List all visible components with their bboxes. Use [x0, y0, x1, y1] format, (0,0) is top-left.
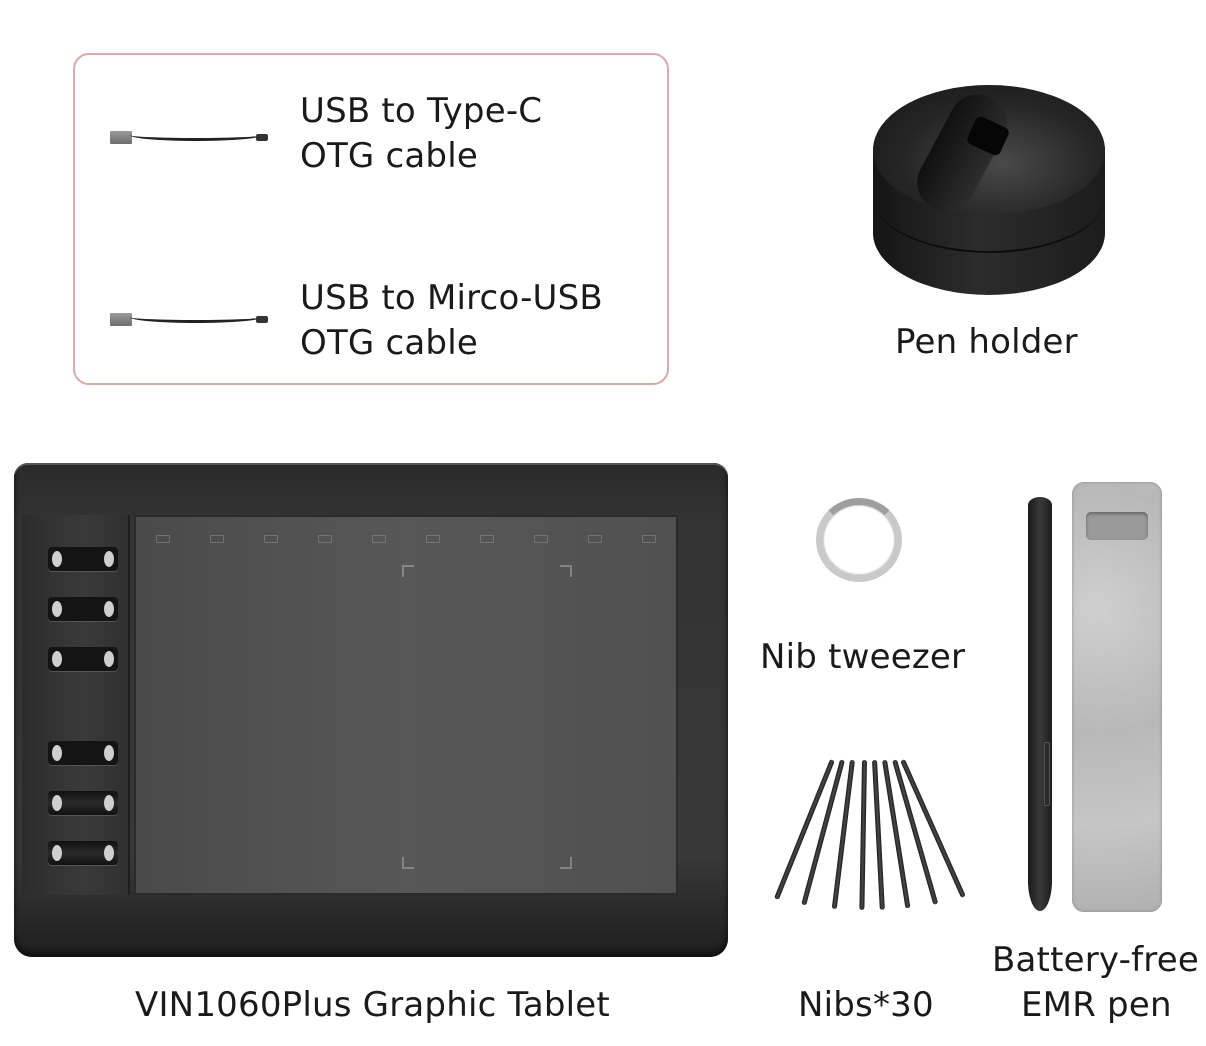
express-key-6 — [48, 841, 118, 865]
micro-usb-cable-label-line2: OTG cable — [300, 323, 478, 363]
hotkey-icon — [318, 535, 332, 543]
nib-tweezer-image — [816, 498, 902, 582]
emr-pen-image — [1028, 497, 1052, 911]
express-key-4 — [48, 741, 118, 765]
type-c-cable-label-line2: OTG cable — [300, 136, 478, 176]
express-key-1 — [48, 547, 118, 571]
express-key-3 — [48, 647, 118, 671]
pen-holder-image — [873, 84, 1105, 295]
graphic-tablet-image: VINSA — [14, 463, 728, 957]
hotkey-icon — [264, 535, 278, 543]
pen-holder-label: Pen holder — [895, 322, 1078, 362]
pen-label-line1: Battery-free — [992, 940, 1199, 980]
otg-cables-box: USB to Type-C OTG cable USB to Mirco-USB… — [73, 53, 669, 385]
pen-label-line2: EMR pen — [1021, 985, 1172, 1025]
hotkey-icon — [534, 535, 548, 543]
tablet-label: VIN1060Plus Graphic Tablet — [135, 985, 610, 1025]
hotkey-icon — [210, 535, 224, 543]
nibs-image — [770, 758, 970, 920]
hotkey-icon — [588, 535, 602, 543]
felt-pen-sleeve-image — [1072, 482, 1162, 912]
micro-usb-cable-label-line1: USB to Mirco-USB — [300, 278, 603, 318]
hotkey-icon — [480, 535, 494, 543]
express-keys-panel: VINSA — [22, 515, 130, 895]
area-corner-marker — [402, 565, 414, 577]
hotkey-icon — [426, 535, 440, 543]
nibs-label: Nibs*30 — [798, 985, 934, 1025]
express-key-2 — [48, 597, 118, 621]
hotkey-icon — [642, 535, 656, 543]
area-corner-marker — [560, 857, 572, 869]
area-corner-marker — [560, 565, 572, 577]
type-c-cable-label-line1: USB to Type-C — [300, 91, 543, 131]
hotkey-icon — [372, 535, 386, 543]
express-key-5 — [48, 791, 118, 815]
hotkey-icon — [156, 535, 170, 543]
soft-hotkey-row — [156, 535, 656, 551]
area-corner-marker — [402, 857, 414, 869]
nib-tweezer-label: Nib tweezer — [760, 637, 966, 677]
pen-side-button — [1044, 742, 1050, 806]
active-drawing-area — [134, 515, 678, 895]
